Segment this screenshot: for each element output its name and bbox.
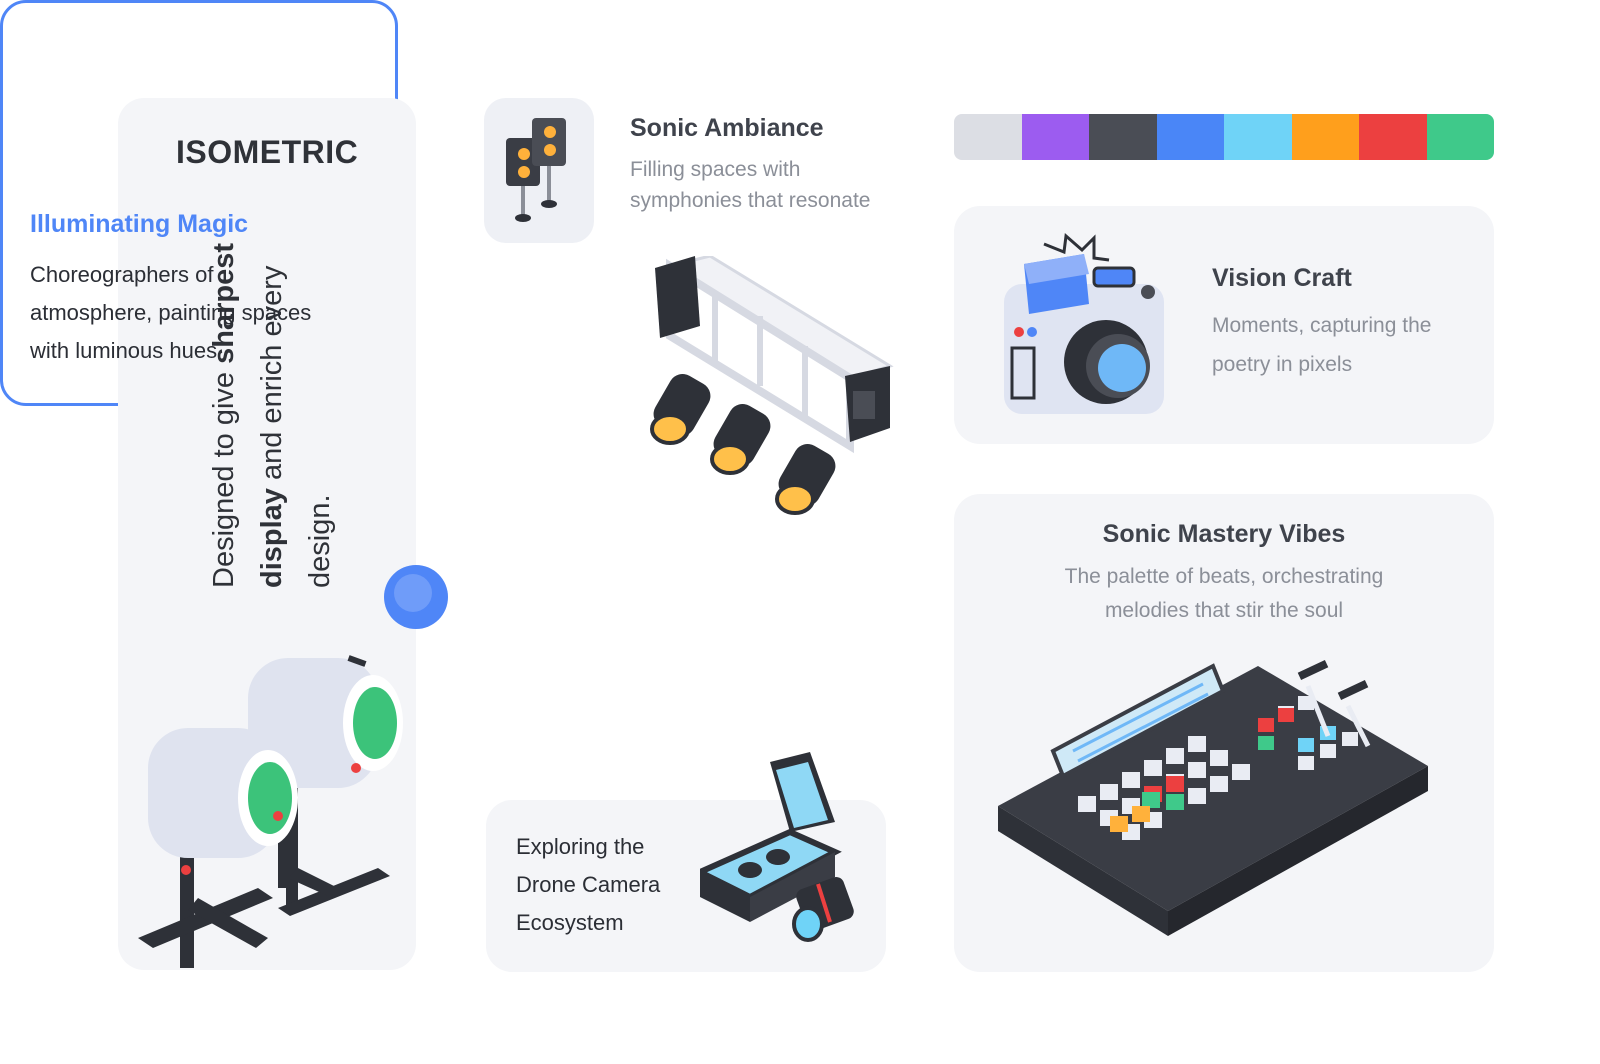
drone-description: Exploring the Drone Camera Ecosystem [516,834,661,935]
vision-craft-card: Vision Craft Moments, capturing the poet… [954,206,1494,444]
palette-swatch [1224,114,1292,160]
spotlight-icon [710,404,771,475]
camera-case-illustration [700,752,854,942]
vision-craft-description: Moments, capturing the poetry in pixels [1212,314,1432,376]
stage-light-front-icon [138,728,298,968]
sonic-ambiance-title: Sonic Ambiance [630,114,824,142]
camera-icon [1004,233,1164,414]
connector-dot [384,565,448,629]
sonic-ambiance-description: Filling spaces with symphonies that reso… [630,158,871,212]
color-palette-strip [954,114,1494,160]
illuminating-description: Choreographers of atmosphere, painting s… [30,262,312,363]
spotlight-icon [775,444,836,515]
palette-swatch [1021,114,1089,160]
palette-swatch [954,114,1022,160]
spotlight-truss-illustration [650,256,894,515]
palette-swatch [1089,114,1157,160]
palette-swatch [1426,114,1494,160]
sonic-mastery-card: Sonic Mastery Vibes The palette of beats… [954,494,1494,972]
illuminating-magic-card: Illuminating Magic Choreographers of atm… [0,0,398,406]
palette-swatch [1359,114,1427,160]
stage-lights-illustration [138,655,403,968]
sonic-mastery-description: The palette of beats, orchestrating melo… [1064,565,1384,622]
intro-panel: ISOMETRIC Designed to give sharpest disp… [118,98,416,970]
illuminating-title: Illuminating Magic [30,210,249,238]
spotlight-icon [650,374,711,445]
palette-swatch [1156,114,1224,160]
lens-icon [792,877,854,942]
intro-title: ISOMETRIC [176,134,359,170]
sonic-mastery-title: Sonic Mastery Vibes [1102,520,1346,548]
palette-swatch [1291,114,1359,160]
speaker-icon [506,118,566,222]
mixing-console-icon [998,660,1428,936]
speaker-thumbnail [484,98,594,243]
vision-craft-title: Vision Craft [1212,264,1352,292]
